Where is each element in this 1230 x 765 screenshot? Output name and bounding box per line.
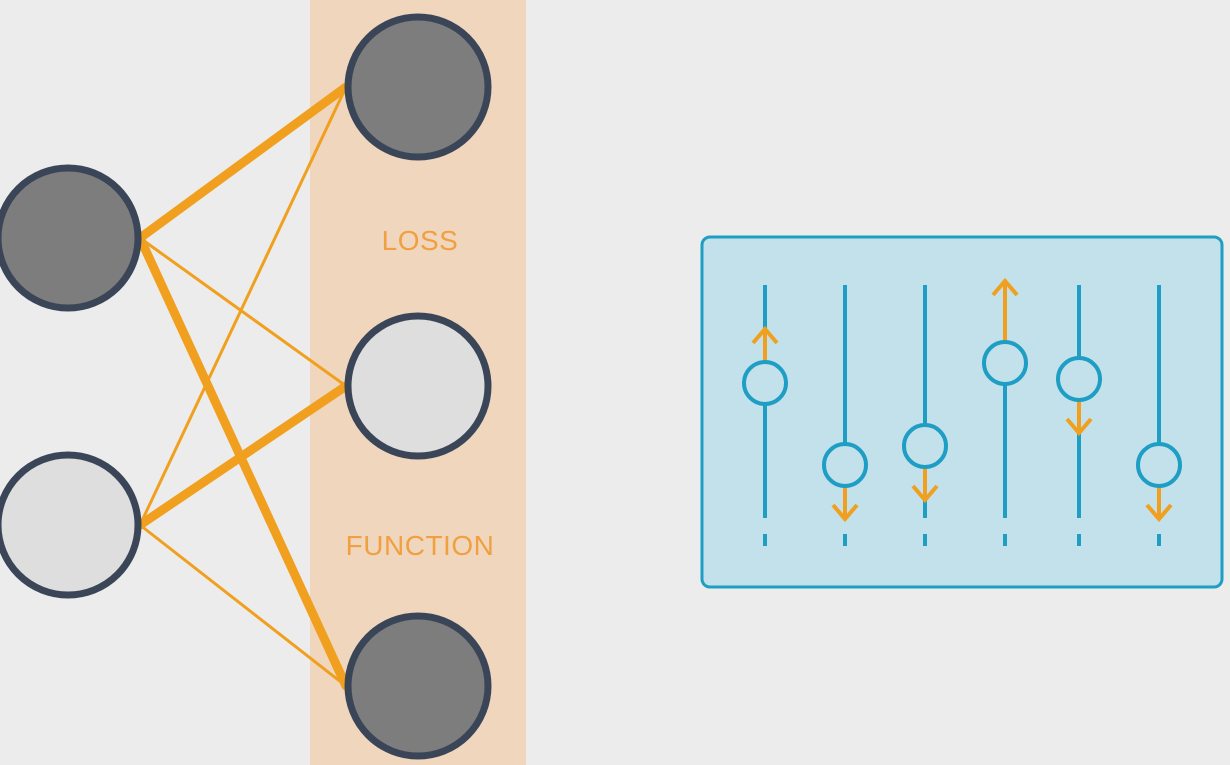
function-label: FUNCTION [346, 530, 495, 561]
arrow-down-icon [1145, 503, 1173, 523]
arrow-up-icon [991, 277, 1019, 297]
network-nodes [0, 13, 492, 760]
loss-label: LOSS [382, 225, 459, 256]
arrow-up-icon [751, 325, 779, 345]
slider-3 [902, 285, 948, 546]
sliders [742, 277, 1182, 546]
connection-in-1-out-2 [138, 236, 348, 388]
slider-knob [822, 442, 868, 488]
slider-6 [1136, 285, 1182, 546]
slider-knob [982, 340, 1028, 386]
slider-knob [902, 423, 948, 469]
slider-1 [742, 285, 788, 546]
arrow-down-icon [831, 503, 859, 523]
connection-in-1-out-1 [135, 82, 351, 243]
connections [135, 82, 351, 691]
sliders-panel-frame [700, 235, 1224, 589]
input-node-in-1 [0, 164, 142, 312]
arrow-down-icon [1065, 417, 1093, 437]
slider-2 [822, 285, 868, 546]
slider-knob [1136, 442, 1182, 488]
output-node-out-1 [344, 13, 492, 161]
sliders-panel [700, 235, 1224, 589]
input-node-in-2 [0, 451, 142, 599]
slider-knob [742, 360, 788, 406]
arrow-down-icon [911, 484, 939, 504]
output-node-out-2 [344, 312, 492, 460]
slider-knob [1056, 356, 1102, 402]
connection-in-2-out-3 [138, 523, 348, 688]
output-node-out-3 [344, 612, 492, 760]
slider-4 [982, 277, 1028, 546]
connection-in-2-out-1 [138, 85, 348, 527]
connection-in-1-out-3 [135, 233, 351, 691]
connection-in-2-out-2 [135, 381, 351, 530]
slider-5 [1056, 285, 1102, 546]
